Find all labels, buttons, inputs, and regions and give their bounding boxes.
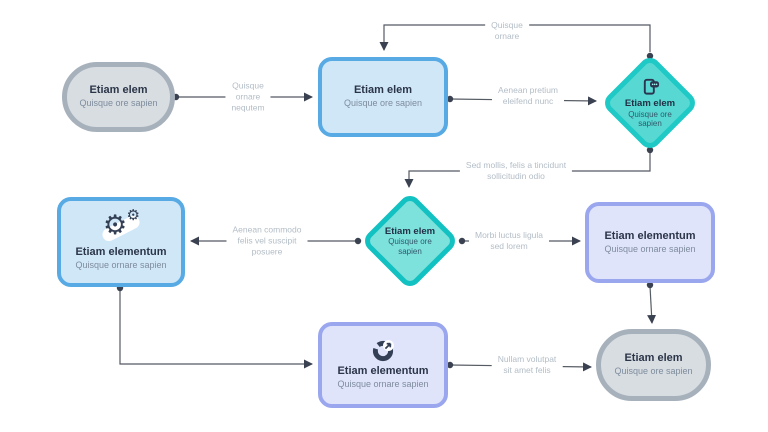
node-subtitle: Quisque ore sapien: [343, 98, 423, 109]
edge-label-decision2-process2: Aenean commodo felis vel suscipit posuer…: [226, 222, 308, 260]
node-title: Etiam elem: [624, 352, 683, 365]
edge-label-start-process1: Quisque ornare nequtem: [225, 78, 271, 116]
node-start[interactable]: Etiam elem Quisque ore sapien: [62, 62, 175, 132]
node-subtitle: Quisque ornare sapien: [337, 379, 429, 390]
node-title: Etiam elem: [624, 98, 676, 110]
edge-label-process4-end: Nullam volutpat sit amet felis: [491, 351, 563, 379]
edge-label-decision1-process1: Quisque ornare: [485, 17, 529, 45]
edge-label-decision2-process3: Morbi luctus ligula sed lorem: [468, 227, 550, 255]
node-end[interactable]: Etiam elem Quisque ore sapien: [596, 329, 711, 401]
edge-process3-to-end: [647, 285, 657, 324]
node-subtitle: Quisque ornare sapien: [75, 259, 167, 270]
gears-icon: ⚙ ⚙: [98, 208, 144, 244]
node-process-1[interactable]: Etiam elem Quisque ore sapien: [318, 57, 448, 137]
node-subtitle: Quisque ore sapien: [79, 98, 158, 109]
node-decision-1[interactable]: Etiam elem Quisque ore sapien: [600, 53, 700, 153]
node-process-4[interactable]: Etiam elementum Quisque ornare sapien: [318, 322, 448, 408]
donut-arrow-icon: [371, 339, 395, 363]
edge-process2-to-process4: [119, 289, 313, 369]
node-title: Etiam elem: [384, 225, 436, 237]
edge-label-decision1-decision2: Sed mollis, felis a tincidunt sollicitud…: [459, 157, 573, 185]
node-subtitle: Quisque ornare sapien: [604, 243, 696, 254]
node-title: Etiam elementum: [337, 365, 429, 378]
node-subtitle: Quisque ore sapien: [628, 109, 672, 129]
node-process-3[interactable]: Etiam elementum Quisque ornare sapien: [585, 202, 715, 283]
phone-chat-icon: [641, 77, 660, 96]
node-process-2[interactable]: ⚙ ⚙ Etiam elementum Quisque ornare sapie…: [57, 197, 185, 287]
node-subtitle: Quisque ore sapien: [614, 366, 693, 377]
edge-label-process1-decision1: Aenean pretium eleifend nunc: [491, 82, 565, 110]
node-title: Etiam elementum: [604, 229, 696, 242]
node-title: Etiam elementum: [75, 245, 167, 258]
node-subtitle: Quisque ore sapien: [388, 237, 432, 256]
node-title: Etiam elem: [353, 84, 413, 97]
node-title: Etiam elem: [89, 84, 148, 97]
